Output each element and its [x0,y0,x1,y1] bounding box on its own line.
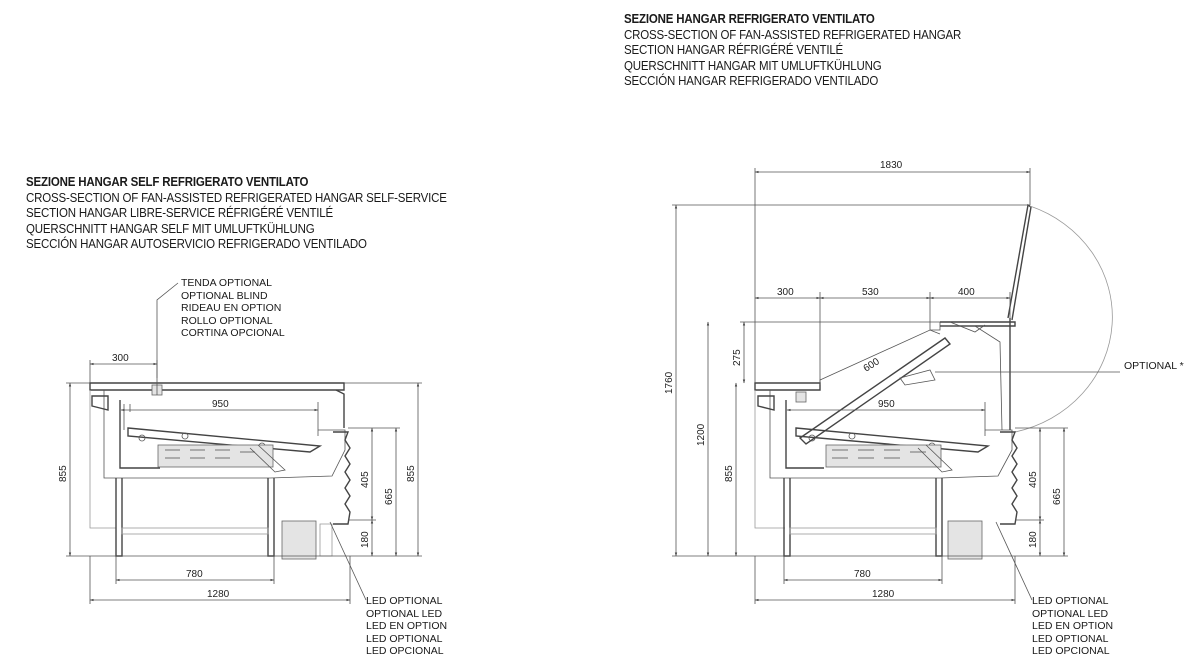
dim-left-300: 300 [112,353,129,364]
right-title-es: SECCIÓN HANGAR REFRIGERADO VENTILADO [624,74,879,88]
led-note-line: LED EN OPTION [366,620,448,632]
dim-left-950: 950 [212,399,229,410]
right-title-en: CROSS-SECTION OF FAN-ASSISTED REFRIGERAT… [624,27,962,42]
left-shelf [127,427,323,453]
dim-left-665: 665 [384,488,395,505]
left-tub-rear [119,400,160,469]
dim-right-530: 530 [862,287,879,298]
dim-right-1830: 1830 [880,160,903,171]
left-tub [103,390,346,479]
dim-right-1200: 1200 [696,423,707,446]
right-optional-lamp [899,369,936,386]
left-title-it: SEZIONE HANGAR SELF REFRIGERATO VENTILAT… [26,175,309,189]
right-leg-back [783,478,791,557]
led-note-line: LED OPTIONAL [1032,595,1109,607]
blind-note-line: CORTINA OPCIONAL [181,327,285,339]
left-section-drawing: 300 950 855 405 180 665 855 780 1280 [58,282,422,604]
right-compressor [947,520,983,560]
right-tub [769,390,1013,479]
left-leg-front [267,478,275,557]
dim-right-1760: 1760 [664,371,675,394]
led-note-line: LED OPTIONAL [1032,632,1109,645]
right-handle [757,395,775,411]
blind-note-line: RIDEAU EN OPTION [181,302,282,314]
right-tub-rear [785,400,824,469]
right-title-it: SEZIONE HANGAR REFRIGERATO VENTILATO [624,12,875,26]
dim-right-600: 600 [862,356,882,375]
right-shelf [795,427,991,453]
dim-right-855: 855 [724,465,735,482]
left-compressor [281,520,317,560]
left-evaporator [157,444,274,468]
right-front-glass [940,325,1003,431]
left-back-panel [89,390,116,529]
right-title-fr: SECTION HANGAR RÉFRIGÉRÉ VENTILÉ [624,43,844,57]
led-note-line: LED EN OPTION [1032,620,1114,632]
dim-right-300: 300 [777,287,794,298]
left-front-glass [335,389,345,428]
optional-label: OPTIONAL * [1124,360,1184,372]
led-note-line: LED OPTIONAL [366,595,443,607]
led-note-line: OPTIONAL LED [366,607,443,620]
blind-note-line: ROLLO OPTIONAL [181,314,273,327]
right-front-panel [1000,431,1018,525]
right-section-drawing: 1830 300 530 400 275 600 950 1760 1200 8… [664,160,1120,604]
left-title-fr: SECTION HANGAR LIBRE-SERVICE RÉFRIGÉRÉ V… [26,206,334,220]
dim-left-1280: 1280 [207,589,230,600]
right-back-panel [754,390,785,529]
dim-left-780: 780 [186,569,203,580]
left-title-block: SEZIONE HANGAR SELF REFRIGERATO VENTILAT… [26,175,447,253]
dim-left-405: 405 [360,471,371,488]
left-handle [91,395,109,411]
right-door-swing-arc [1014,205,1113,433]
blind-note-line: OPTIONAL BLIND [181,289,268,302]
left-leg-back [115,478,123,557]
left-base-rail [121,527,269,535]
dim-right-180: 180 [1028,531,1039,548]
dim-left-855-a: 855 [58,465,69,482]
dim-right-1280: 1280 [872,589,895,600]
right-title-de: QUERSCHNITT HANGAR MIT UMLUFTKÜHLUNG [624,58,882,73]
dim-right-400: 400 [958,287,975,298]
right-leg-front [935,478,943,557]
dim-left-855-b: 855 [406,465,417,482]
right-top-shelf [940,321,1016,327]
right-light-unit [929,321,941,331]
right-evaporator [825,444,942,468]
left-front-panel [333,431,351,525]
right-led-note: LED OPTIONAL OPTIONAL LED LED EN OPTION … [1032,595,1113,658]
left-title-de: QUERSCHNITT HANGAR SELF MIT UMLUFTKÜHLUN… [26,221,315,236]
dim-right-950: 950 [878,399,895,410]
dim-right-275: 275 [732,349,743,366]
left-title-es: SECCIÓN HANGAR AUTOSERVICIO REFRIGERADO … [26,237,367,251]
dim-right-405: 405 [1028,471,1039,488]
led-note-line: LED OPCIONAL [366,645,444,657]
left-countertop [89,382,345,391]
blind-note-line: TENDA OPTIONAL [181,277,273,289]
left-led-note: LED OPTIONAL OPTIONAL LED LED EN OPTION … [366,595,447,658]
blind-option-note: TENDA OPTIONAL OPTIONAL BLIND RIDEAU EN … [181,277,285,340]
dim-right-780: 780 [854,569,871,580]
right-canopy [1007,203,1032,321]
right-countertop [754,382,821,391]
led-note-line: LED OPTIONAL [366,632,443,645]
dim-left-180: 180 [360,531,371,548]
dim-right-665: 665 [1052,488,1063,505]
right-inclined-shelf [798,337,952,445]
led-note-line: LED OPCIONAL [1032,645,1110,657]
left-title-en: CROSS-SECTION OF FAN-ASSISTED REFRIGERAT… [26,190,447,205]
led-note-line: OPTIONAL LED [1032,607,1109,620]
right-title-block: SEZIONE HANGAR REFRIGERATO VENTILATO CRO… [624,12,961,90]
